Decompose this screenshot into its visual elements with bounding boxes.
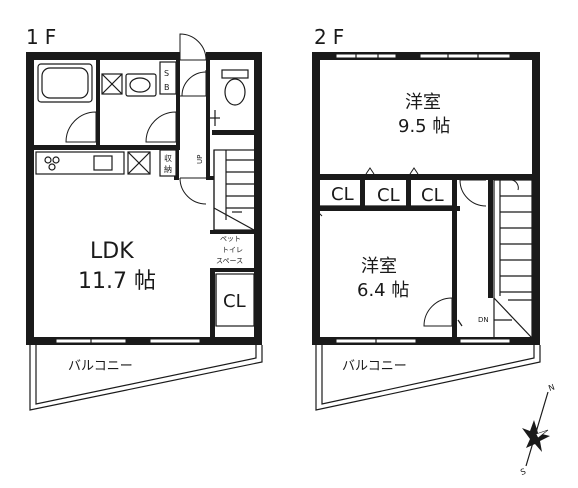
sink — [93, 155, 113, 171]
washroom-door — [145, 111, 177, 143]
compass-star — [522, 420, 550, 452]
wall-top-right — [210, 52, 260, 60]
closet-2f-3-label: CL — [421, 185, 444, 206]
closet-1f-label: CL — [223, 291, 246, 312]
compass-needle — [525, 391, 549, 467]
bath-door — [65, 111, 97, 143]
ldk-size: 11.7 帖 — [78, 269, 156, 294]
toilet-tank — [221, 69, 249, 79]
balcony-1f-label: バルコニー — [68, 359, 133, 374]
compass-north: N — [547, 382, 556, 393]
floor-2f: 2F CL CL CL 洋室 — [312, 25, 541, 411]
closet-2f-1-label: CL — [331, 184, 354, 205]
shoe-box — [159, 61, 177, 95]
balcony-1f — [29, 345, 263, 411]
dn-label: DN — [478, 316, 489, 324]
wall-bath — [96, 60, 100, 147]
wall-right — [254, 52, 262, 345]
toilet — [224, 78, 246, 106]
closet-2f-2-label: CL — [377, 185, 400, 206]
western-room-large-label: 洋室 — [405, 92, 441, 113]
wall-bottom — [26, 337, 262, 345]
floor-1f: 1F S — [26, 25, 263, 411]
sb-label-1: S — [164, 69, 169, 78]
storage-1f — [159, 149, 177, 177]
ldk-door — [179, 177, 207, 205]
wall-top-left — [26, 52, 176, 60]
floor-1f-label: 1F — [26, 25, 62, 49]
stairs-1f — [213, 149, 257, 231]
western-room-small-size: 6.4 帖 — [357, 280, 409, 301]
western-room-small-label: 洋室 — [361, 256, 397, 277]
wall-kitchen-top — [34, 145, 179, 150]
balcony-2f — [315, 345, 541, 411]
stairs-2f — [493, 179, 533, 339]
wall-left — [26, 52, 34, 345]
floor-2f-label: 2F — [314, 25, 350, 49]
window-2f-top-2 — [419, 53, 511, 59]
hall-door-2f — [459, 179, 487, 207]
pet-toilet-label-3: スペース — [216, 257, 243, 265]
western-room-large-size: 9.5 帖 — [398, 116, 450, 137]
ldk-label: LDK — [90, 239, 134, 264]
entrance-door — [179, 33, 207, 61]
pet-toilet-label-2: トイレ — [222, 246, 243, 254]
wall-2f-right — [532, 52, 540, 345]
sb-label-2: B — [164, 83, 170, 92]
window-2f-top-1 — [335, 53, 397, 59]
wall-2f-middle — [320, 174, 532, 180]
wall-2f-left — [312, 52, 320, 345]
balcony-2f-label: バルコニー — [342, 359, 407, 374]
pet-toilet-label-1: ペット — [220, 235, 241, 243]
compass-south: S — [519, 467, 527, 477]
small-room-door — [423, 297, 453, 327]
storage-label-2: 納 — [164, 164, 172, 174]
bathtub — [37, 63, 93, 103]
compass-rose: N S — [519, 382, 556, 477]
storage-label-1: 収 — [164, 153, 172, 163]
wall-2f-bottom — [312, 337, 540, 345]
up-label: UP — [196, 155, 204, 164]
window-bottom-2 — [149, 338, 201, 344]
